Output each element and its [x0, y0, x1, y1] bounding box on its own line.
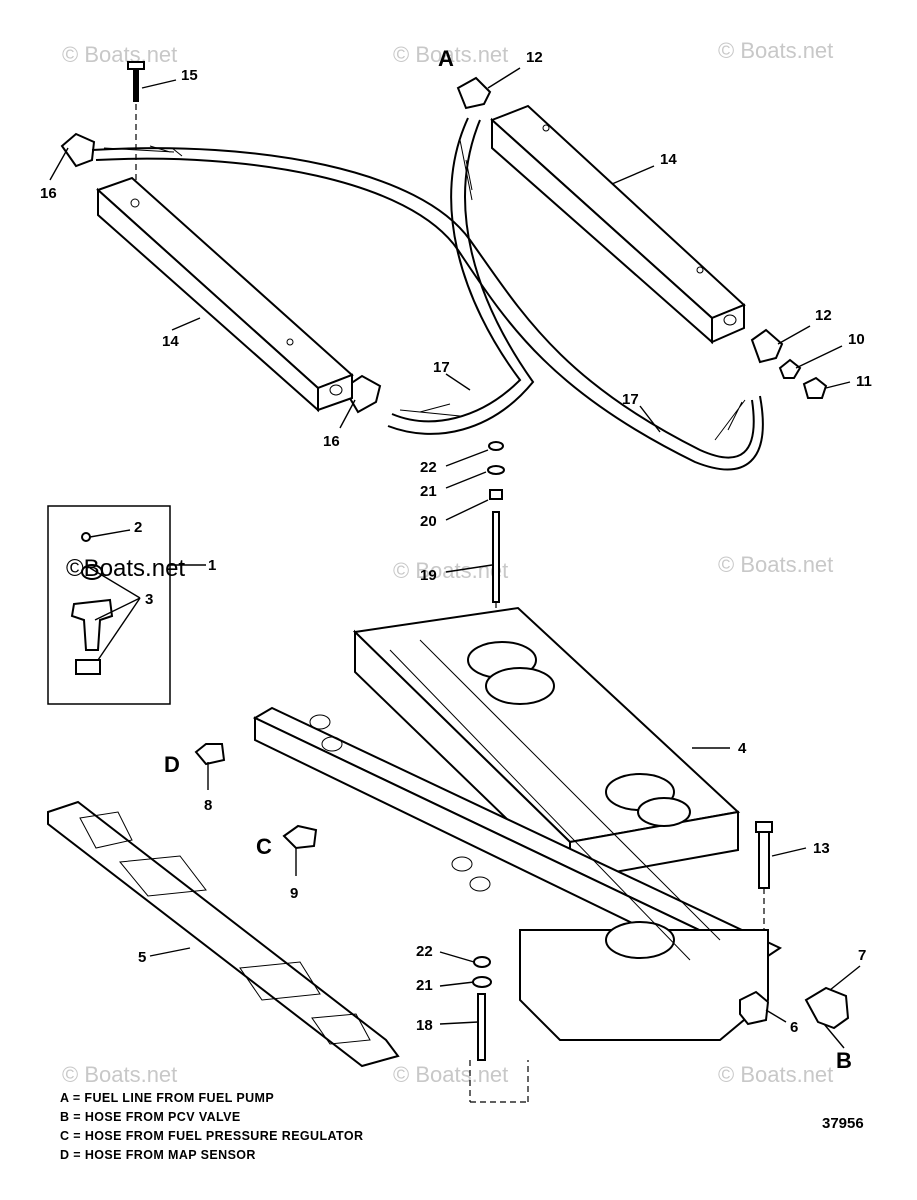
cap-6 [739, 990, 770, 1026]
fuel-rail-left [96, 176, 354, 413]
reference-letters: A B C D [164, 46, 852, 1073]
gasket [47, 800, 400, 1068]
watermark-inset: ©Boats.net [66, 555, 185, 582]
ref-letter-b: B [836, 1048, 852, 1073]
callout-19: 19 [420, 567, 437, 584]
watermark: © Boats.net [718, 1062, 833, 1087]
callout-21: 21 [420, 483, 437, 500]
stud-stack-top [487, 441, 505, 620]
callout-22: 22 [416, 943, 433, 960]
callout-14: 14 [162, 333, 179, 350]
callout-17: 17 [433, 359, 450, 376]
bolt-13-shape [755, 821, 773, 930]
callout-3: 3 [145, 591, 153, 608]
fitting-12-top [456, 76, 492, 110]
intake-manifold [252, 606, 783, 1041]
ref-letter-a: A [438, 46, 454, 71]
legend: A = FUEL LINE FROM FUEL PUMP B = HOSE FR… [60, 1091, 363, 1162]
callout-16: 16 [40, 185, 57, 202]
watermark: © Boats.net [393, 42, 508, 67]
callout-12: 12 [526, 49, 543, 66]
leader-lines [49, 67, 861, 1049]
callout-12: 12 [815, 307, 832, 324]
stud-stack-bottom [469, 956, 529, 1103]
watermark: © Boats.net [393, 558, 508, 583]
callout-22: 22 [420, 459, 437, 476]
callout-17: 17 [622, 391, 639, 408]
callout-14: 14 [660, 151, 677, 168]
callout-10: 10 [848, 331, 865, 348]
callout-6: 6 [790, 1019, 798, 1036]
callout-8: 8 [204, 797, 212, 814]
watermarks: © Boats.net © Boats.net © Boats.net © Bo… [62, 38, 833, 1087]
fitting-12-right [750, 328, 784, 364]
callout-2: 2 [134, 519, 142, 536]
callout-16: 16 [323, 433, 340, 450]
cap-11 [802, 376, 828, 399]
legend-line-a: A = FUEL LINE FROM FUEL PUMP [60, 1091, 274, 1105]
callout-20: 20 [420, 513, 437, 530]
legend-line-d: D = HOSE FROM MAP SENSOR [60, 1148, 256, 1162]
callout-numbers: 15 16 14 16 17 17 12 14 12 10 11 22 21 2… [40, 49, 872, 1036]
watermark: © Boats.net [718, 552, 833, 577]
fitting-10 [778, 358, 802, 379]
fitting-9 [282, 824, 318, 850]
injector-inset-box [47, 505, 171, 705]
diagram-part-number: 37956 [822, 1115, 864, 1132]
callout-4: 4 [738, 740, 747, 757]
fuel-hoses [91, 117, 764, 471]
callout-1: 1 [208, 557, 216, 574]
watermark: © Boats.net [718, 38, 833, 63]
callout-13: 13 [813, 840, 830, 857]
watermark: © Boats.net [62, 1062, 177, 1087]
callout-7: 7 [858, 947, 866, 964]
legend-line-c: C = HOSE FROM FUEL PRESSURE REGULATOR [60, 1129, 363, 1143]
legend-line-b: B = HOSE FROM PCV VALVE [60, 1110, 241, 1124]
watermark: © Boats.net [393, 1062, 508, 1087]
ref-letter-d: D [164, 752, 180, 777]
callout-5: 5 [138, 949, 146, 966]
callout-18: 18 [416, 1017, 433, 1034]
fuel-rail-right [490, 104, 746, 345]
watermark: © Boats.net [62, 42, 177, 67]
callout-11: 11 [856, 373, 872, 390]
fitting-8 [194, 743, 226, 766]
fitting-16-top [60, 132, 96, 168]
ref-letter-c: C [256, 834, 272, 859]
callout-21: 21 [416, 977, 433, 994]
callout-9: 9 [290, 885, 298, 902]
fitting-7 [804, 986, 850, 1030]
callout-15: 15 [181, 67, 198, 84]
